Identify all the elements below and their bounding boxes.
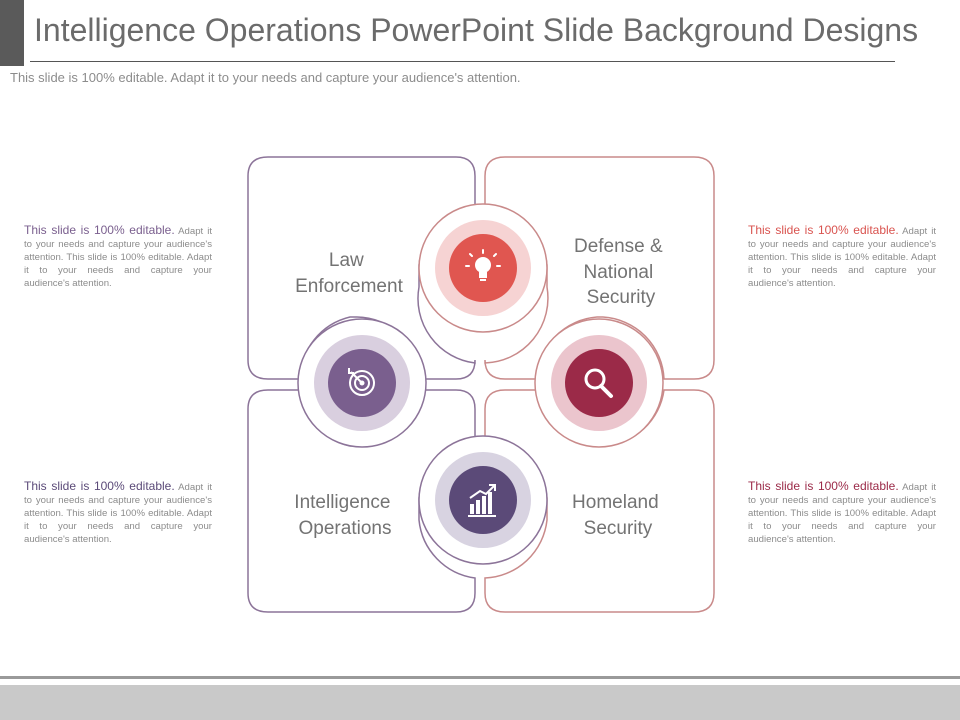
side-text-lead: This slide is 100% editable. xyxy=(748,479,899,493)
title-accent-bar xyxy=(0,0,24,66)
label-line: Enforcement xyxy=(295,276,403,297)
footer-bar xyxy=(0,685,960,720)
quadrant-intelligence-label: Intelligence Operations xyxy=(294,492,395,539)
title-divider xyxy=(30,61,895,62)
side-text-body: Adapt it to your needs and capture your … xyxy=(24,482,212,545)
label-line: Defense & xyxy=(574,236,663,257)
side-text-body: Adapt it to your needs and capture your … xyxy=(748,226,936,289)
side-text-body: Adapt it to your needs and capture your … xyxy=(24,226,212,289)
side-text-lead: This slide is 100% editable. xyxy=(24,223,175,237)
label-line: Law xyxy=(329,250,364,271)
magnifier-icon xyxy=(551,335,647,431)
side-text-lead: This slide is 100% editable. xyxy=(24,479,175,493)
label-line: Intelligence xyxy=(294,492,390,513)
side-text-top-right: This slide is 100% editable. Adapt it to… xyxy=(748,224,936,290)
target-icon xyxy=(314,335,410,431)
label-line: Security xyxy=(587,287,656,308)
quadrant-law-enforcement-label: Law Enforcement xyxy=(295,250,403,297)
slide-subtitle: This slide is 100% editable. Adapt it to… xyxy=(10,70,521,85)
growth-chart-icon xyxy=(435,452,531,548)
side-text-bottom-right: This slide is 100% editable. Adapt it to… xyxy=(748,480,936,546)
lightbulb-icon xyxy=(435,220,531,316)
side-text-body: Adapt it to your needs and capture your … xyxy=(748,482,936,545)
label-line: Homeland xyxy=(572,492,659,513)
label-line: National xyxy=(584,262,654,283)
label-line: Operations xyxy=(299,518,392,539)
slide-title: Intelligence Operations PowerPoint Slide… xyxy=(34,12,919,48)
side-text-bottom-left: This slide is 100% editable. Adapt it to… xyxy=(24,480,212,546)
quadrant-defense-label: Defense & National Security xyxy=(574,236,668,308)
side-text-top-left: This slide is 100% editable. Adapt it to… xyxy=(24,224,212,290)
side-text-lead: This slide is 100% editable. xyxy=(748,223,899,237)
footer-divider xyxy=(0,676,960,679)
label-line: Security xyxy=(584,518,653,539)
quadrant-homeland-label: Homeland Security xyxy=(572,492,664,539)
